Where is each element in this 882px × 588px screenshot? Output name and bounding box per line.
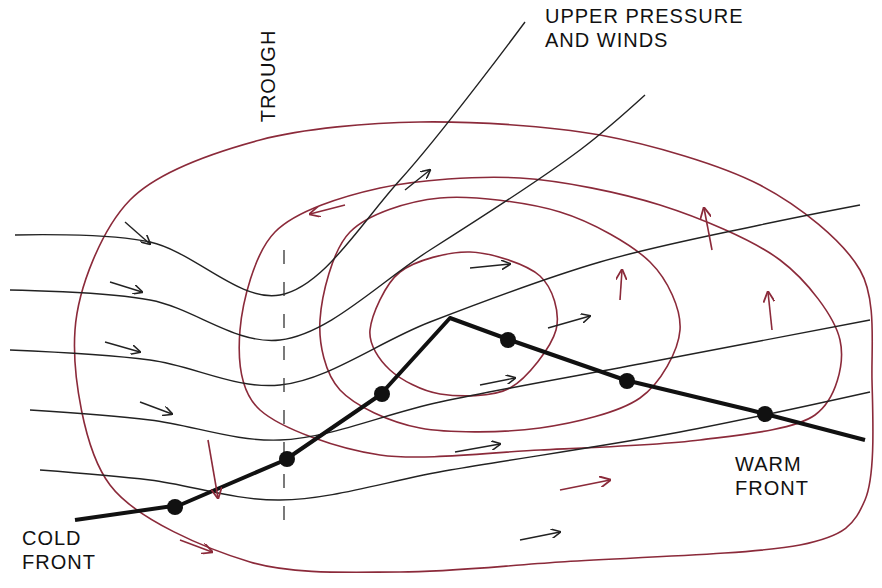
upper-pressure-line xyxy=(15,22,525,296)
surface-wind-arrow xyxy=(560,480,610,490)
upper-wind-arrow xyxy=(125,222,150,244)
trough-axis xyxy=(283,250,284,530)
cold-front-label: COLD FRONT xyxy=(22,526,112,574)
surface-wind-arrow xyxy=(180,540,212,552)
upper-wind-arrow xyxy=(548,316,590,328)
surface-wind-arrow xyxy=(768,292,772,330)
upper-wind-arrow xyxy=(405,170,430,190)
upper-wind-arrow xyxy=(520,532,560,540)
front-line xyxy=(75,318,865,520)
front-symbol xyxy=(374,386,390,402)
upper-wind-arrow xyxy=(140,402,172,414)
upper-wind-arrow xyxy=(480,378,515,385)
front-symbol xyxy=(619,373,635,389)
upper-winds-label: UPPER PRESSURE AND WINDS xyxy=(545,4,760,52)
front-symbol xyxy=(757,406,773,422)
surface-wind-arrow xyxy=(620,270,622,300)
surface-wind-arrow xyxy=(208,440,218,498)
isobar-curve xyxy=(75,122,873,572)
front-symbol xyxy=(279,451,295,467)
upper-wind-arrow xyxy=(470,264,510,268)
upper-wind-arrow xyxy=(110,282,142,292)
surface-wind-arrow xyxy=(310,205,345,214)
upper-wind-arrow xyxy=(455,444,500,452)
front-symbol xyxy=(500,332,516,348)
upper-pressure-line xyxy=(10,95,645,341)
warm-front-label: WARM FRONT xyxy=(735,452,845,500)
upper-wind-arrow xyxy=(105,342,140,352)
surface-wind-arrow xyxy=(704,208,712,250)
isobar-curve xyxy=(320,197,680,432)
upper-pressure-line xyxy=(10,205,860,386)
trough-label: TROUGH xyxy=(256,30,280,123)
front-symbol xyxy=(167,499,183,515)
isobar-curve xyxy=(239,177,841,457)
upper-pressure-line xyxy=(30,320,870,440)
